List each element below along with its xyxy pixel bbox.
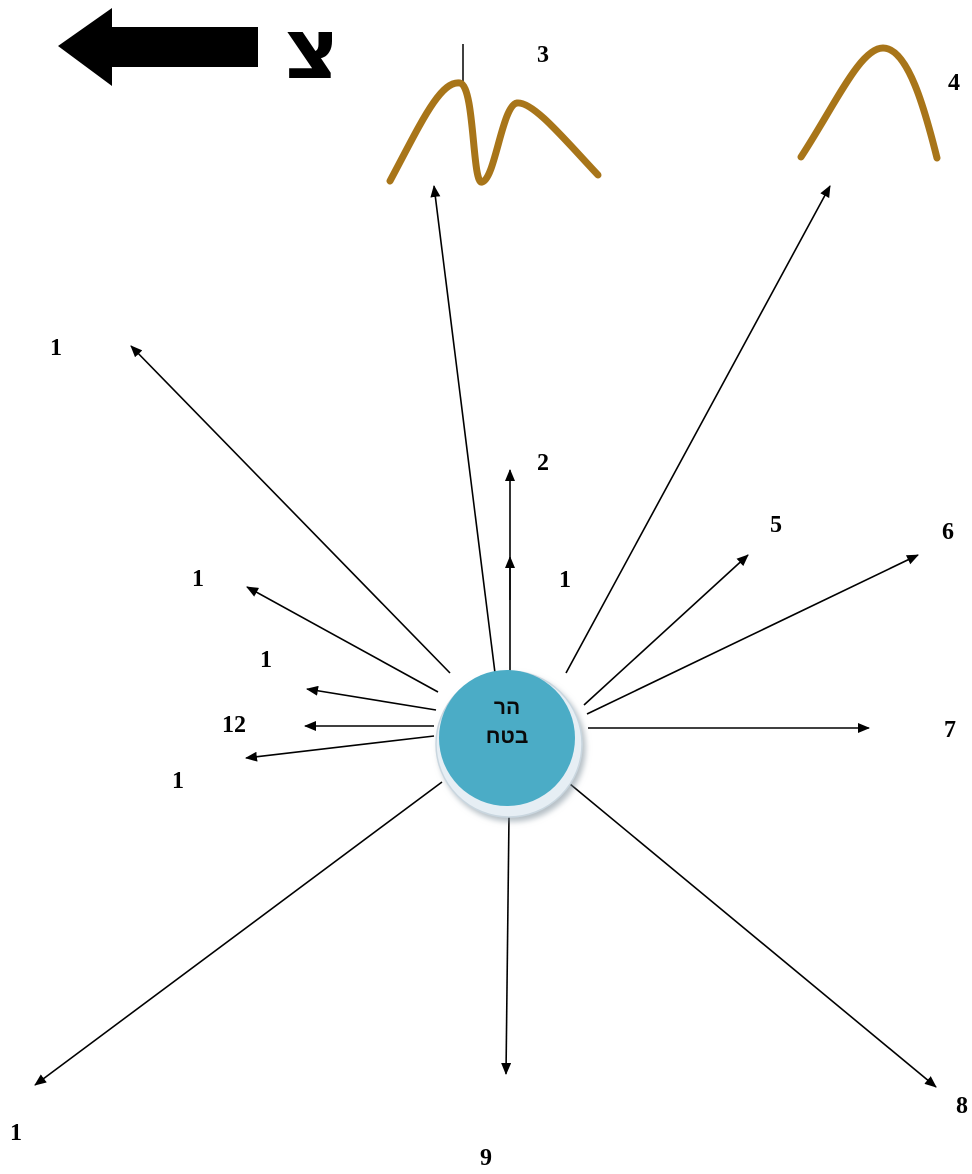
arrow-to-9: [501, 815, 512, 1075]
arrow-to-left-b: [306, 685, 437, 711]
label-bottom-left: 1: [10, 1120, 22, 1146]
center-label-line2: בטח: [486, 725, 529, 748]
label-left-a: 1: [192, 566, 204, 592]
center-mountain-node: הר בטח: [435, 670, 583, 818]
label-8: 8: [956, 1093, 968, 1119]
center-label-line1: הר: [494, 696, 520, 719]
label-upper-left: 1: [50, 335, 62, 361]
arrow-to-3: [430, 185, 496, 674]
label-left-c: 1: [172, 768, 184, 794]
label-3: 3: [537, 42, 549, 68]
label-5: 5: [770, 512, 782, 538]
mountain-4: [797, 44, 941, 162]
mountain-4-outline: [797, 44, 941, 162]
arrow-to-4: [565, 185, 831, 674]
label-12: 12: [222, 712, 246, 738]
left-arrow-icon: [58, 8, 258, 86]
arrow-to-6: [586, 554, 919, 715]
label-7: 7: [944, 717, 956, 743]
label-north-mid: 1: [559, 567, 571, 593]
north-letter: צ: [285, 0, 340, 98]
label-4: 4: [948, 70, 960, 96]
mountain-3: [386, 44, 602, 186]
center-circle: [439, 670, 575, 806]
arrow-to-upper-left: [130, 345, 451, 674]
label-9: 9: [480, 1145, 492, 1171]
arrow-to-8: [569, 783, 937, 1088]
arrow-to-left-a: [246, 586, 439, 693]
direction-labels: 3 4 2 5 6 7 8 9 1 1 12 1 1 1 1: [10, 42, 968, 1171]
arrow-to-bottom-left: [34, 781, 443, 1086]
north-indicator: צ: [58, 0, 339, 98]
arrow-to-5: [583, 554, 749, 706]
label-2: 2: [537, 450, 549, 476]
direction-arrows: [34, 185, 937, 1088]
arrow-to-left-c: [245, 735, 435, 762]
mountain-3-outline: [386, 79, 602, 186]
label-left-b: 1: [260, 647, 272, 673]
label-6: 6: [942, 519, 954, 545]
